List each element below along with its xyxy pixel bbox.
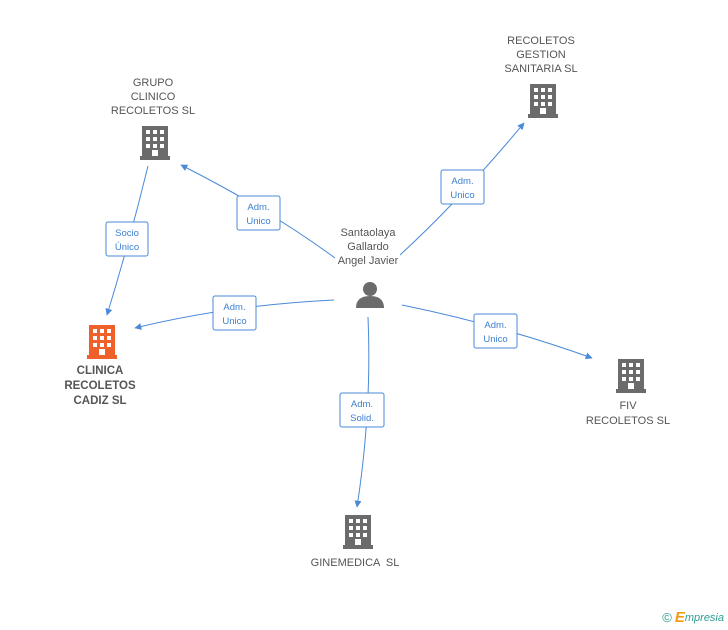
building-icon [528, 84, 558, 118]
building-icon [343, 515, 373, 549]
person-icon [356, 282, 384, 308]
brand-footer: © E mpresia [662, 609, 724, 626]
person-name-line: Angel Javier [338, 255, 399, 267]
svg-text:Unico: Unico [483, 334, 507, 345]
person-name-line: Gallardo [347, 241, 389, 253]
svg-text:Socio: Socio [115, 228, 139, 239]
person-name-line: Santaolaya [340, 227, 396, 239]
company-name-line: RECOLETOS SL [586, 415, 670, 427]
company-name-line: GESTION [516, 49, 566, 61]
building-icon [616, 359, 646, 393]
edge-label-to-grupo: Adm. Unico [236, 195, 281, 231]
building-icon [140, 126, 170, 160]
svg-text:Adm.: Adm. [247, 202, 269, 213]
company-node-grupo[interactable]: GRUPO CLINICO RECOLETOS SL [111, 77, 195, 160]
person-node[interactable]: Santaolaya Gallardo Angel Javier [338, 227, 399, 308]
company-name-line: GRUPO [133, 77, 174, 89]
company-name-line: CADIZ SL [73, 395, 126, 407]
svg-text:Adm.: Adm. [351, 399, 373, 410]
svg-text:Unico: Unico [246, 216, 270, 227]
company-name-line: CLINICA [77, 365, 124, 377]
brand-logo-text: mpresia [684, 611, 724, 624]
company-name-line: CLINICO [131, 91, 176, 103]
company-node-fiv[interactable]: FIV RECOLETOS SL [586, 359, 670, 427]
company-node-ginemedica[interactable]: GINEMEDICA SL [311, 515, 400, 569]
company-name-line: RECOLETOS [507, 35, 575, 47]
company-name-line: GINEMEDICA SL [311, 557, 400, 569]
edge-label-to-cadiz: Adm. Unico [212, 295, 257, 331]
company-name-line: SANITARIA SL [504, 63, 577, 75]
company-node-cadiz[interactable]: CLINICA RECOLETOS CADIZ SL [64, 325, 136, 407]
company-name-line: FIV [619, 400, 637, 412]
company-name-line: RECOLETOS [64, 380, 136, 392]
svg-text:Unico: Unico [222, 316, 246, 327]
company-node-gestion[interactable]: RECOLETOS GESTION SANITARIA SL [504, 35, 578, 118]
edge-label-to-gestion: Adm. Unico [440, 169, 485, 205]
company-name-line: RECOLETOS SL [111, 105, 195, 117]
building-icon [87, 325, 117, 359]
edge-label-grupo-to-cadiz: Socio Único [105, 221, 149, 257]
brand-logo-letter: E [674, 609, 685, 626]
svg-text:Adm.: Adm. [223, 302, 245, 313]
edge-label-to-fiv: Adm. Unico [473, 313, 518, 349]
svg-text:Unico: Unico [450, 190, 474, 201]
edge-label-to-ginemedica: Adm. Solid. [339, 392, 385, 428]
svg-text:Adm.: Adm. [484, 320, 506, 331]
svg-text:Adm.: Adm. [451, 176, 473, 187]
svg-text:Único: Único [115, 242, 139, 253]
svg-text:Solid.: Solid. [350, 413, 374, 424]
copyright-icon: © [662, 610, 672, 625]
